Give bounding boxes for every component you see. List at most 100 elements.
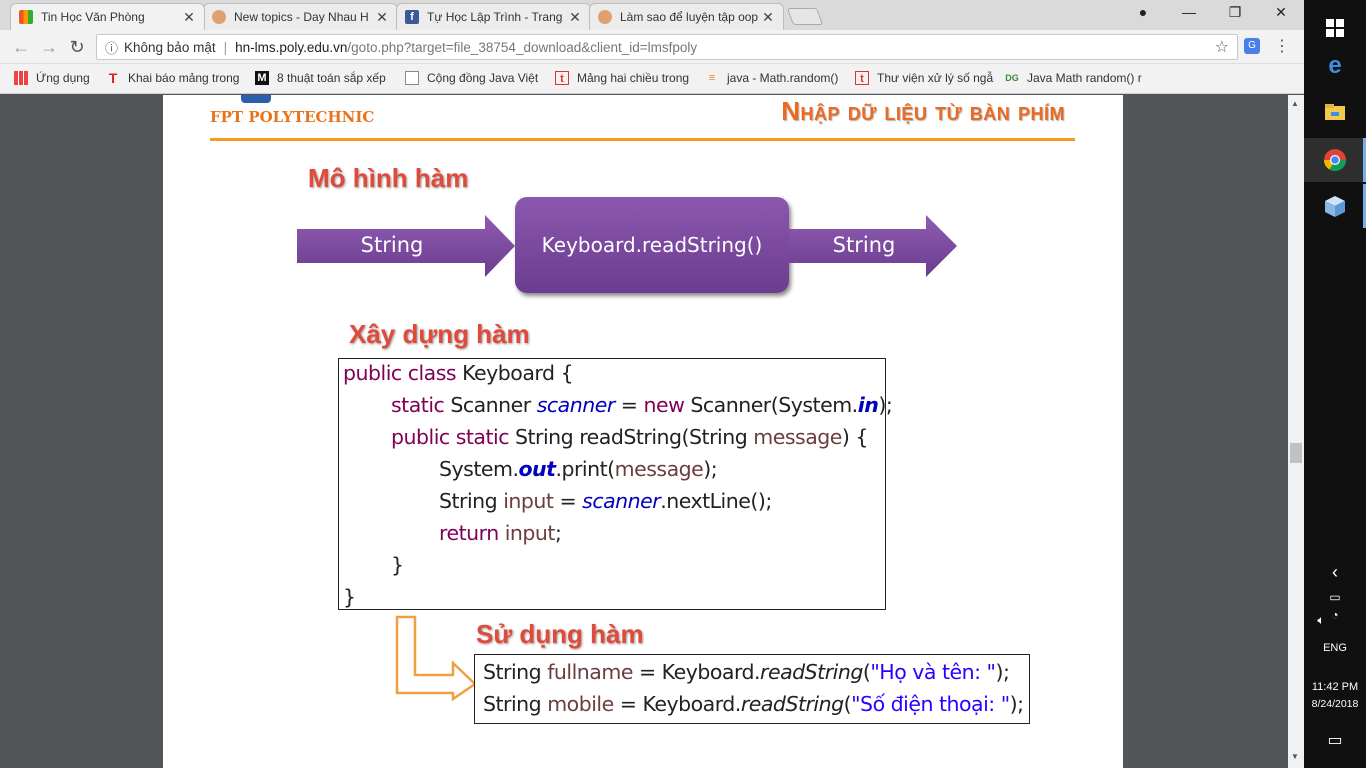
info-icon[interactable]: ⓘ xyxy=(105,40,119,56)
avatar-favicon-icon xyxy=(212,10,226,24)
clock-time[interactable]: 11:42 PM xyxy=(1311,681,1359,693)
heading-use: Sử dụng hàm xyxy=(476,619,644,649)
file-explorer-icon[interactable] xyxy=(1319,96,1351,128)
code-line-6: return input; xyxy=(439,521,562,545)
slide-page: FPT POLYTECHNIC Nhập dữ liệu từ bàn phím… xyxy=(163,95,1123,768)
class-code-block: public class Keyboard { static Scanner s… xyxy=(338,358,893,610)
chrome-icon[interactable] xyxy=(1319,144,1351,176)
clock-date[interactable]: 8/24/2018 xyxy=(1311,698,1359,710)
t-box-icon: t xyxy=(555,71,569,85)
close-tab-icon[interactable]: ✕ xyxy=(183,8,195,25)
scrollbar-thumb[interactable] xyxy=(1290,443,1302,463)
scroll-down-icon[interactable]: ▼ xyxy=(1291,752,1299,761)
chrome-menu-icon[interactable]: ⋮ xyxy=(1274,38,1290,55)
restore-icon[interactable]: ❐ xyxy=(1228,4,1242,20)
bookmark-mang-hai-chieu[interactable]: t Mảng hai chiều trong xyxy=(555,71,689,85)
function-box: Keyboard.readString() xyxy=(515,197,789,293)
new-tab-button[interactable] xyxy=(786,8,824,25)
bookmark-java-math-random[interactable]: ≡ java - Math.random() xyxy=(705,71,839,85)
active-indicator xyxy=(1363,138,1366,182)
code-line-2: static Scanner scanner = new Scanner(Sys… xyxy=(391,393,893,417)
url-host: hn-lms.poly.edu.vn xyxy=(235,39,348,55)
active-indicator xyxy=(1363,184,1366,228)
page-icon xyxy=(405,71,419,85)
tab-title: Tự Học Lập Trình - Trang xyxy=(427,10,563,24)
close-tab-icon[interactable]: ✕ xyxy=(762,8,774,25)
close-tab-icon[interactable]: ✕ xyxy=(569,8,581,25)
bookmark-label: Thư viện xử lý số ngẫ xyxy=(877,71,994,85)
bookmark-label: Khai báo mảng trong xyxy=(128,71,240,85)
bookmark-apps[interactable]: Ứng dụng xyxy=(14,71,90,85)
show-hidden-icons-chevron-icon[interactable]: ‹ xyxy=(1332,562,1338,582)
input-language[interactable]: ENG xyxy=(1323,642,1347,654)
bookmark-thu-vien-xu-ly[interactable]: t Thư viện xử lý số ngẫ xyxy=(855,71,993,85)
avatar-favicon-icon xyxy=(598,10,612,24)
tab-title: Làm sao để luyện tập oop xyxy=(620,10,759,24)
usage-code-block: String fullname = Keyboard.readString("H… xyxy=(474,654,1030,724)
action-center-icon[interactable]: ▭ xyxy=(1327,732,1343,749)
code-line-5: String input = scanner.nextLine(); xyxy=(439,489,772,513)
bookmark-label: Cộng đồng Java Việt xyxy=(427,71,539,85)
bookmark-star-icon[interactable]: ☆ xyxy=(1214,39,1229,56)
bookmark-khai-bao-mang[interactable]: T Khai báo mảng trong xyxy=(106,71,240,85)
output-arrow xyxy=(789,215,957,277)
tab-bar: Tin Học Văn Phòng ✕ New topics - Day Nha… xyxy=(0,0,1304,30)
medium-m-icon: M xyxy=(255,71,269,85)
minimize-icon[interactable]: — xyxy=(1182,4,1196,20)
usage-connector-arrow xyxy=(395,615,477,701)
divider: | xyxy=(223,39,228,55)
pdf-viewport[interactable]: FPT POLYTECHNIC Nhập dữ liệu từ bàn phím… xyxy=(0,95,1288,768)
slide-title: Nhập dữ liệu từ bàn phím xyxy=(781,96,1065,126)
battery-icon[interactable]: ▭ xyxy=(1329,590,1341,604)
code-line-7: } xyxy=(391,553,404,577)
brand-label: FPT POLYTECHNIC xyxy=(210,108,375,126)
tab-new-topics[interactable]: New topics - Day Nhau H ✕ xyxy=(203,3,398,30)
app-cube-icon[interactable] xyxy=(1319,190,1351,222)
forward-arrow-icon[interactable]: → xyxy=(40,37,58,57)
input-type-label: String xyxy=(360,233,424,257)
bookmark-label: java - Math.random() xyxy=(727,71,839,85)
translate-extension-icon[interactable]: G xyxy=(1244,38,1260,54)
code-line-3: public static String readString(String m… xyxy=(391,425,868,449)
site-favicon-icon xyxy=(19,10,33,24)
code-line-8: } xyxy=(343,585,356,609)
apps-grid-icon xyxy=(14,71,28,85)
bookmark-cong-dong-java[interactable]: Cộng đồng Java Việt xyxy=(405,71,538,85)
t-box-icon: t xyxy=(855,71,869,85)
bookmark-label: Mảng hai chiều trong xyxy=(577,71,690,85)
input-arrow xyxy=(297,215,515,277)
title-underline xyxy=(210,138,1075,141)
chrome-window: Tin Học Văn Phòng ✕ New topics - Day Nha… xyxy=(0,0,1304,768)
bookmark-java-math-random-2[interactable]: DG Java Math random() r xyxy=(1005,71,1142,85)
edge-browser-icon[interactable]: e xyxy=(1328,52,1342,79)
dg-icon: DG xyxy=(1005,73,1019,83)
security-label: Không bảo mật xyxy=(124,39,216,55)
bookmark-8-thuat-toan[interactable]: M 8 thuật toán sắp xếp xyxy=(255,71,386,85)
close-tab-icon[interactable]: ✕ xyxy=(376,8,388,25)
address-bar[interactable]: ⓘ Không bảo mật | hn-lms.poly.edu.vn/got… xyxy=(96,34,1238,60)
windows-start-icon[interactable] xyxy=(1319,12,1351,44)
facebook-icon: f xyxy=(405,10,419,24)
function-label: Keyboard.readString() xyxy=(541,233,763,257)
vertical-scrollbar[interactable] xyxy=(1288,95,1304,768)
back-arrow-icon[interactable]: ← xyxy=(12,37,30,57)
url-path: /goto.php?target=file_38754_download&cli… xyxy=(347,39,698,55)
profile-icon[interactable]: ● xyxy=(1138,4,1148,20)
scroll-up-icon[interactable]: ▲ xyxy=(1291,99,1299,108)
fpt-logo-fragment xyxy=(241,95,271,103)
output-type-label: String xyxy=(832,233,896,257)
reload-icon[interactable]: ↻ xyxy=(69,37,85,57)
bookmark-label: Java Math random() r xyxy=(1027,71,1142,85)
heading-model: Mô hình hàm xyxy=(308,163,469,193)
close-window-icon[interactable]: ✕ xyxy=(1275,4,1287,20)
tab-tin-hoc-van-phong[interactable]: Tin Học Văn Phòng ✕ xyxy=(10,3,205,30)
code-line-4: System.out.print(message); xyxy=(439,457,718,481)
network-wifi-icon[interactable]: ◔ xyxy=(1331,608,1339,622)
tab-title: New topics - Day Nhau H xyxy=(234,10,369,24)
browser-toolbar: ← → ↻ ⓘ Không bảo mật | hn-lms.poly.edu.… xyxy=(0,30,1304,64)
usage-line-2: String mobile = Keyboard.readString("Số … xyxy=(483,692,1024,716)
volume-icon[interactable]: 🔈︎ xyxy=(1317,613,1325,627)
usage-line-1: String fullname = Keyboard.readString("H… xyxy=(483,660,1010,684)
tab-tu-hoc-lap-trinh[interactable]: f Tự Học Lập Trình - Trang ✕ xyxy=(396,3,591,30)
tab-lam-sao-oop[interactable]: Làm sao để luyện tập oop ✕ xyxy=(589,3,784,30)
